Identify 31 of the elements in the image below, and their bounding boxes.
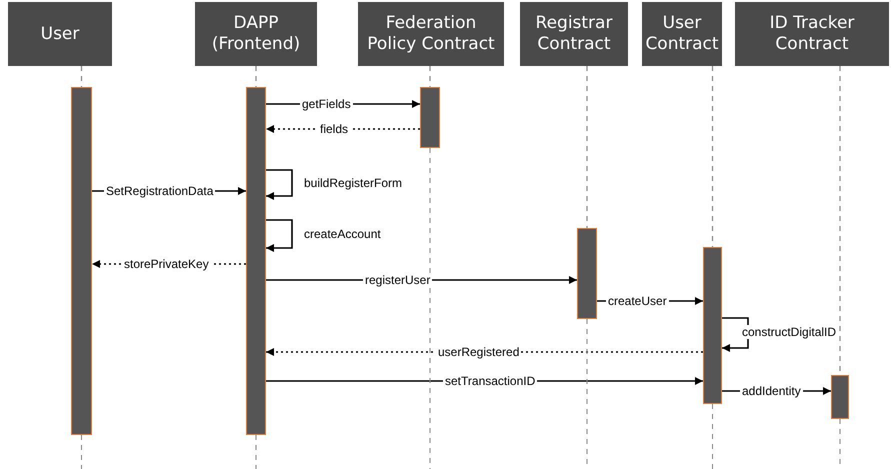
edge-label: buildRegisterForm (302, 176, 404, 190)
lifeline-header: ID Tracker Contract (735, 2, 889, 66)
lifeline-header: User Contract (642, 2, 722, 66)
lifeline (255, 66, 257, 87)
lifeline (80, 66, 82, 87)
self-arrow (266, 219, 293, 252)
activation-bar (420, 87, 440, 148)
edge-label: storePrivateKey (122, 257, 211, 271)
activation-bar (71, 87, 92, 435)
edge-label: registerUser (363, 273, 432, 287)
self-arrow (266, 169, 293, 200)
lifeline-header: User (8, 2, 112, 66)
activation-bar (577, 228, 597, 319)
lifeline (586, 66, 588, 228)
edge-label: getFields (300, 97, 353, 111)
activation-bar (703, 247, 722, 404)
lifeline-header: Federation Policy Contract (358, 2, 504, 66)
activation-bar (831, 375, 849, 419)
edge-label: setTransactionID (443, 374, 538, 388)
lifeline (429, 66, 431, 87)
lifeline-header: Registrar Contract (520, 2, 628, 66)
edge-label: userRegistered (436, 345, 522, 359)
edge-label: createUser (606, 294, 669, 308)
lifeline (712, 66, 714, 247)
edge-label: fields (318, 122, 350, 136)
edge-label: constructDigitalID (740, 325, 838, 339)
activation-bar (246, 87, 266, 435)
edge-label: addIdentity (740, 384, 803, 398)
lifeline-header: DAPP (Frontend) (195, 2, 317, 66)
edge-label: SetRegistrationData (104, 184, 216, 198)
edge-label: createAccount (302, 227, 383, 241)
